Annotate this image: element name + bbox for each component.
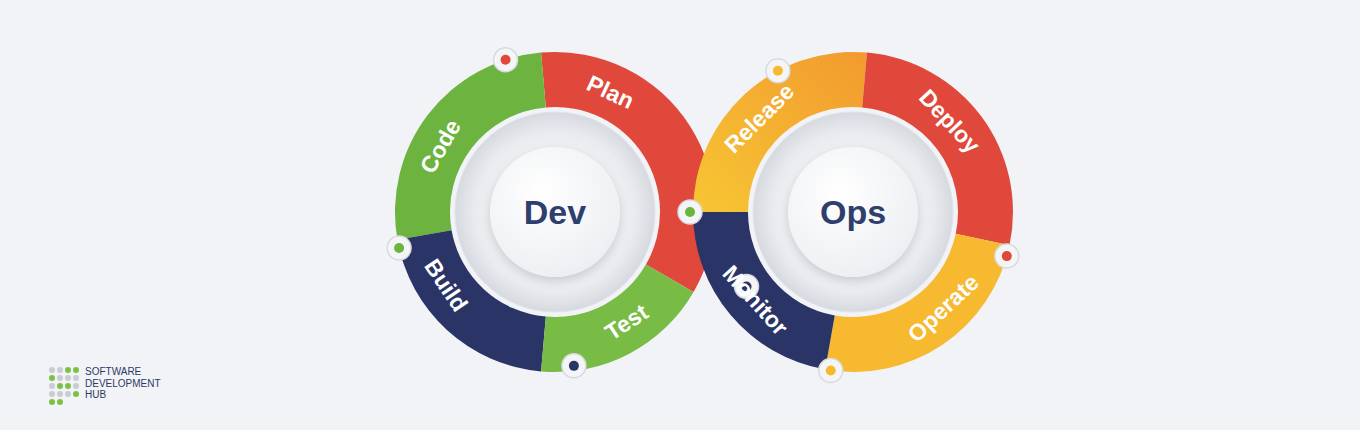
logo-text: SOFTWARE DEVELOPMENT HUB: [85, 366, 167, 401]
logo-mark: [49, 367, 79, 405]
hub-label: Ops: [820, 193, 886, 232]
joint-dot: [995, 244, 1019, 268]
joint-dot-core: [394, 243, 404, 253]
joint-dot: [678, 200, 702, 224]
joint-dot-core: [501, 55, 511, 65]
joint-dot: [562, 354, 586, 378]
joint-dot-core: [773, 66, 783, 76]
joint-dot: [819, 358, 843, 382]
hub-label: Dev: [524, 193, 586, 232]
hub-circle: Dev: [490, 147, 620, 277]
hub-circle: Ops: [788, 147, 918, 277]
joint-dot-core: [569, 361, 579, 371]
joint-dot-core: [826, 365, 836, 375]
joint-dot-core: [1002, 251, 1012, 261]
joint-dot: [387, 236, 411, 260]
joint-dot: [494, 48, 518, 72]
joint-dot-core: [685, 207, 695, 217]
